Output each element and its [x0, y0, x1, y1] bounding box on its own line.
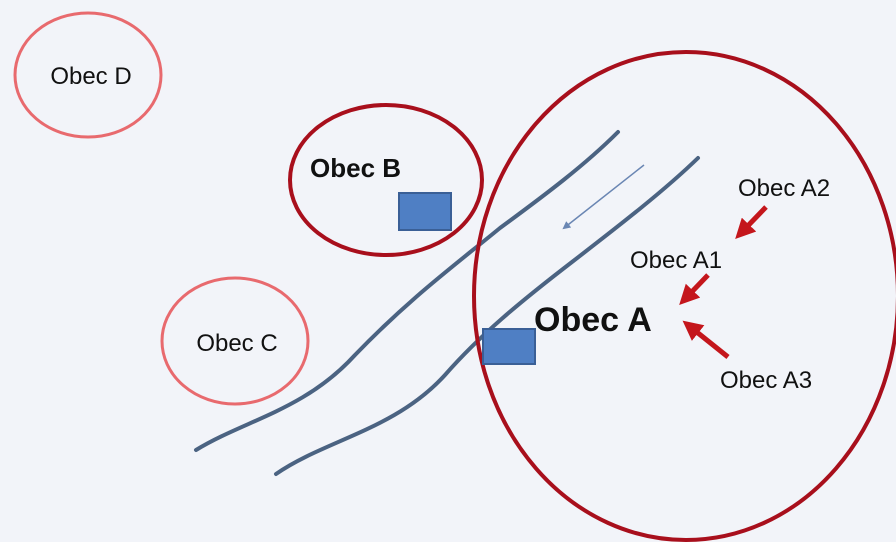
- obec-a-label: Obec A: [534, 301, 652, 339]
- obec-c-circle: [160, 276, 310, 406]
- obec-b-label: Obec B: [310, 153, 401, 183]
- obec-a2-label: Obec A2: [738, 175, 830, 202]
- river-flow-arrow: [562, 164, 645, 230]
- obec-b-building: [398, 192, 452, 231]
- obec-d-label: Obec D: [50, 63, 131, 90]
- obec-b-circle: [288, 103, 484, 257]
- obec-d-circle: [13, 11, 163, 139]
- arrow-a2-to-a1: [735, 205, 768, 240]
- arrow-a1-to-a: [679, 273, 710, 306]
- obec-a3-label: Obec A3: [720, 367, 812, 394]
- river-left-bank: [194, 130, 620, 452]
- obec-a-circle: [472, 50, 896, 542]
- river-right-bank: [274, 156, 700, 476]
- obec-a1-label: Obec A1: [630, 247, 722, 274]
- arrow-a3-to-a: [682, 320, 730, 359]
- obec-c-label: Obec C: [196, 330, 277, 357]
- obec-a-building: [482, 328, 536, 365]
